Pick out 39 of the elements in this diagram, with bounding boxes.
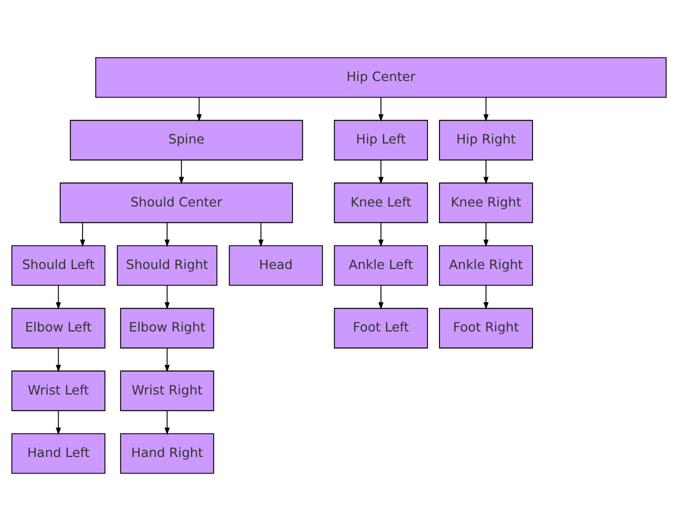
node-box: Should Center [60, 182, 293, 223]
node-box: Head [228, 244, 323, 286]
arrow [378, 284, 384, 310]
arrow [178, 159, 184, 184]
node-box: Hip Center [95, 56, 667, 98]
node-box: Hand Left [11, 432, 106, 474]
arrow [378, 96, 384, 122]
arrow [80, 222, 86, 246]
node-box: Knee Left [334, 182, 428, 223]
arrow [164, 222, 170, 246]
arrow [483, 222, 489, 246]
arrow [56, 347, 61, 372]
arrow [164, 284, 170, 310]
arrow [378, 159, 384, 184]
arrow [378, 222, 384, 246]
node-box: Wrist Left [11, 370, 106, 411]
node-box: Wrist Right [120, 370, 214, 411]
node-box: Hip Right [439, 119, 533, 160]
node-box: Hip Left [334, 119, 428, 160]
node-box: Foot Right [439, 307, 533, 348]
node-box: Ankle Right [439, 244, 533, 286]
arrow [164, 347, 170, 372]
arrow [56, 410, 61, 434]
arrow [483, 96, 489, 122]
node-box: Knee Right [439, 182, 533, 223]
node-box: Elbow Right [120, 307, 214, 348]
node-box: Should Right [116, 244, 218, 286]
node-box: Ankle Left [334, 244, 428, 286]
arrow [164, 410, 170, 434]
arrow [56, 284, 61, 310]
node-box: Hand Right [120, 432, 214, 474]
node-box: Spine [70, 119, 304, 160]
arrow [196, 96, 202, 122]
arrow [258, 222, 264, 246]
arrow [483, 284, 489, 310]
node-box: Elbow Left [11, 307, 106, 348]
arrow [483, 159, 489, 184]
node-box: Should Left [11, 244, 106, 286]
node-box: Foot Left [334, 307, 428, 348]
